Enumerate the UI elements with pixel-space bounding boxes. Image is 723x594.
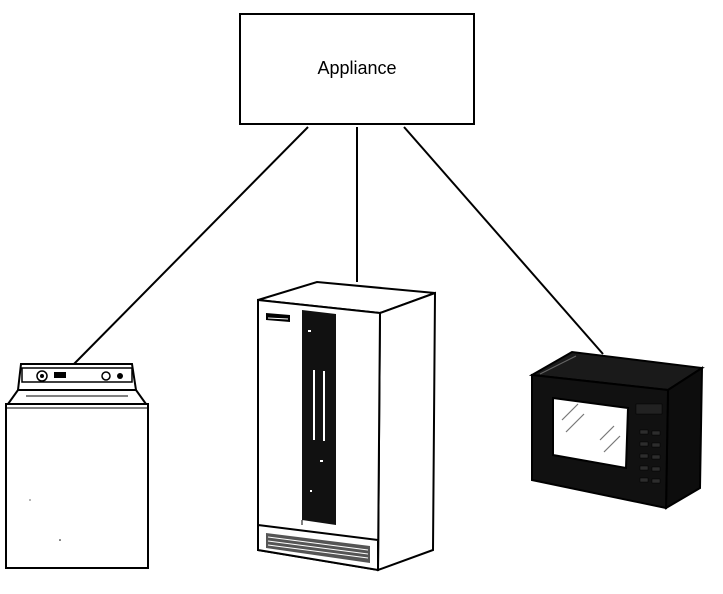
connector-lines bbox=[71, 126, 604, 367]
appliance-root-node: Appliance bbox=[239, 13, 475, 125]
connector-microwave bbox=[403, 126, 604, 355]
microwave-icon bbox=[528, 350, 705, 510]
connector-washer bbox=[71, 126, 309, 367]
appliance-root-label: Appliance bbox=[317, 57, 397, 78]
refrigerator-icon bbox=[257, 280, 437, 572]
washing-machine-icon bbox=[5, 363, 149, 569]
